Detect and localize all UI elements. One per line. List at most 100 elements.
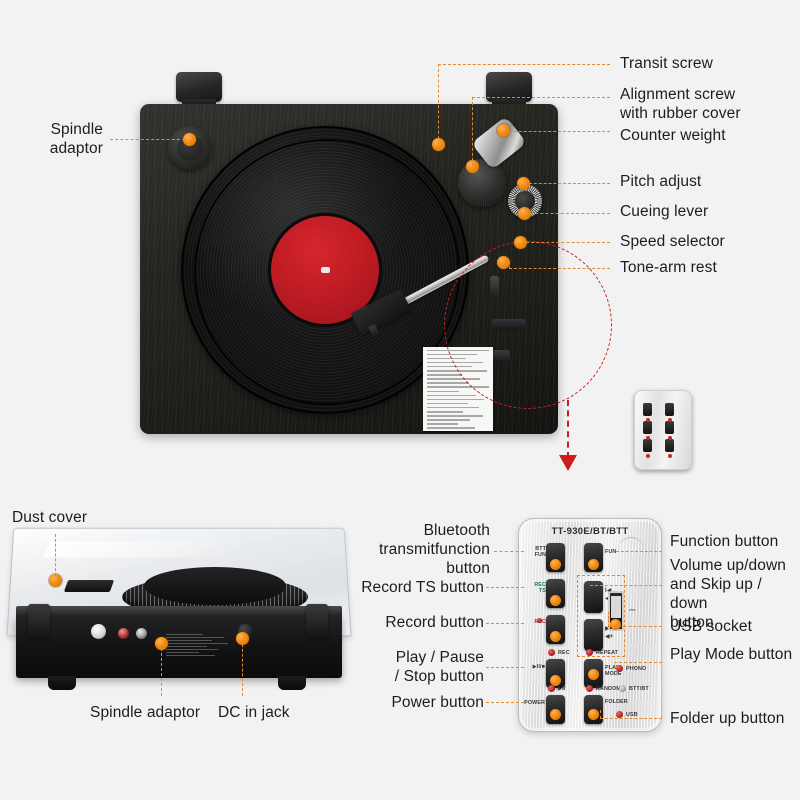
label-bluetooth-transmit: Bluetooth transmitfunction button [378, 522, 490, 577]
dot-bluetooth-transmit [550, 559, 561, 570]
indicator-phono: PHONO [626, 666, 647, 672]
zoom-callout-circle [444, 241, 612, 409]
dot-transit-screw [432, 138, 445, 151]
dot-alignment-screw [466, 160, 479, 173]
led-bluetooth [619, 685, 626, 692]
label-power: Power button [391, 694, 484, 711]
label-spindle-adaptor-side: Spindle adaptor [90, 704, 201, 721]
transit-screw-cap [176, 72, 222, 111]
leader-power [486, 702, 524, 703]
label-usb-socket: USB socket [670, 618, 752, 635]
zoom-callout-arrow [559, 455, 577, 471]
skip-next-volume-up-button[interactable] [584, 619, 603, 651]
label-dust-cover: Dust cover [12, 509, 88, 526]
dot-tone-arm-rest [497, 256, 510, 269]
label-dc-in-jack: DC in jack [218, 704, 290, 721]
indicator-usb: USB [626, 712, 638, 718]
dot-record-ts [550, 595, 561, 606]
marking-btt-fun: BTT FUN [534, 546, 546, 559]
leader-tone-arm-rest-v [509, 262, 510, 269]
foot-left [48, 676, 76, 690]
leader-spindle-adaptor [110, 139, 185, 140]
leader-dust-cover [55, 534, 56, 576]
deck-control-panel [634, 390, 692, 470]
cover-hinge-left [28, 604, 50, 638]
leader-folder-up [600, 718, 662, 719]
label-alignment-screw: Alignment screw with rubber cover [620, 86, 741, 122]
turntable-deck [140, 104, 692, 470]
leader-tone-arm-rest [509, 268, 610, 269]
led-usb [616, 711, 623, 718]
label-volume-skip: Volume up/down and Skip up / down button [670, 557, 787, 631]
label-counter-weight: Counter weight [620, 127, 726, 144]
label-record-ts: Record TS button [361, 579, 484, 596]
speaker-arc [618, 537, 644, 551]
usb-icon: ⎓ [629, 605, 636, 614]
side-base-top [16, 606, 342, 618]
led-rec [548, 649, 555, 656]
leader-spindle-adaptor-side [161, 648, 162, 696]
indicator-random: RANDOM [596, 686, 621, 692]
leader-record-ts [486, 587, 524, 588]
dot-play-pause-stop [550, 675, 561, 686]
turntable-side-view [6, 520, 356, 710]
label-speed-selector: Speed selector [620, 233, 725, 250]
indicator-bluetooth: BTT/BT [629, 686, 649, 692]
model-number: TT-930E/BT/BTT [551, 526, 629, 537]
leader-play-mode [614, 662, 662, 663]
rca-jack-left [136, 628, 147, 639]
leader-transit-screw-v [438, 64, 439, 144]
label-play-mode: Play Mode button [670, 646, 793, 663]
leader-alignment-screw [472, 97, 610, 98]
indicator-repeat: REPEAT [596, 650, 619, 656]
led-playpause [548, 685, 555, 692]
dot-pitch-adjust [517, 177, 530, 190]
leader-bluetooth-transmit [494, 551, 524, 552]
dot-play-mode [588, 669, 599, 680]
leader-speed-selector [526, 242, 610, 243]
label-pitch-adjust: Pitch adjust [620, 173, 702, 190]
label-play-pause-stop: Play / Pause / Stop button [394, 649, 484, 685]
dot-usb-socket [610, 619, 621, 630]
leader-dc-in-jack [242, 644, 243, 696]
rear-spec-sticker [162, 632, 236, 658]
leader-function [616, 551, 662, 552]
leader-transit-screw [438, 64, 610, 65]
leader-pitch-adjust [529, 183, 610, 184]
dot-record [550, 631, 561, 642]
marking-fun: FUN [605, 549, 617, 555]
rca-jack-right [118, 628, 129, 639]
cover-hinge-right [306, 604, 328, 638]
marking-power: POWER [524, 700, 545, 706]
leader-volume-skip [590, 585, 662, 586]
leader-folder-up-v [600, 710, 601, 719]
led-random [586, 685, 593, 692]
foot-right [278, 676, 306, 690]
label-transit-screw: Transit screw [620, 55, 713, 72]
leader-cueing-lever [530, 213, 610, 214]
leader-alignment-screw-v [472, 97, 473, 166]
marking-play-pause-stop: ▶II/■ [532, 664, 545, 670]
marking-rec-ts: REC TS [534, 582, 546, 595]
record-label [271, 216, 379, 324]
dot-counter-weight [497, 124, 510, 137]
control-panel-face: TT-930E/BT/BTT BTT FUN REC TS REC ▶II/■ … [518, 518, 662, 732]
dot-dc-in-jack [236, 632, 249, 645]
dot-cueing-lever [518, 207, 531, 220]
label-cueing-lever: Cueing lever [620, 203, 709, 220]
dot-spindle-adaptor-side [155, 637, 168, 650]
dot-spindle-adaptor [183, 133, 196, 146]
dot-power [550, 709, 561, 720]
dot-folder [588, 709, 599, 720]
dot-function [588, 559, 599, 570]
dot-speed-selector [514, 236, 527, 249]
label-folder-up: Folder up button [670, 710, 785, 727]
indicator-playpause: ▶II [558, 686, 566, 692]
label-tone-arm-rest: Tone-arm rest [620, 259, 717, 276]
indicator-rec: REC [558, 650, 570, 656]
skip-prev-volume-down-button[interactable] [584, 581, 603, 613]
platter [181, 126, 469, 414]
marking-rec: REC [524, 619, 546, 625]
label-spindle-adaptor: Spindle adaptor [49, 121, 103, 157]
